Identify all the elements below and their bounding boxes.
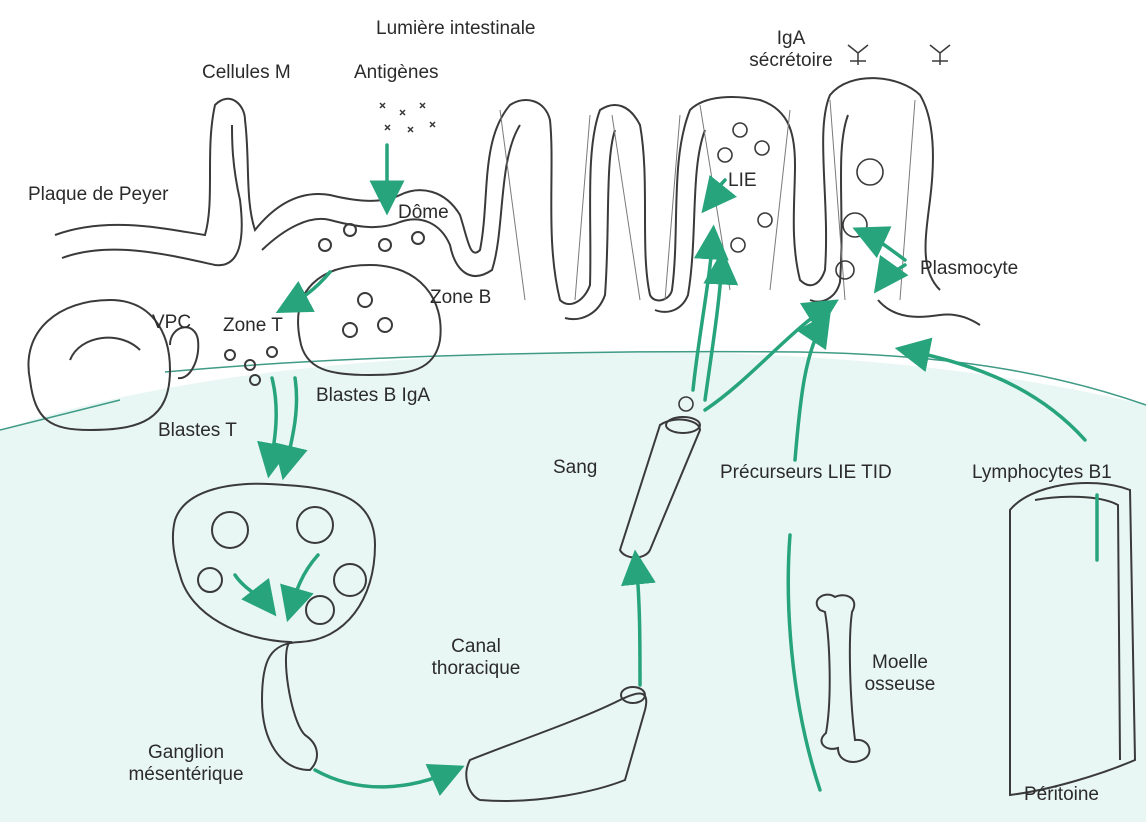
label-blastes-t: Blastes T [158, 420, 237, 442]
label-m-cells: Cellules M [202, 62, 291, 84]
lie-cell [758, 213, 772, 227]
label-blastes-b-iga: Blastes B IgA [316, 385, 430, 407]
lie-cell [755, 141, 769, 155]
dome-cell [319, 239, 331, 251]
label-vpc: VPC [152, 312, 191, 334]
label-iga-secretory: IgA sécrétoire [746, 28, 836, 72]
label-sang: Sang [553, 457, 597, 479]
label-lumen: Lumière intestinale [376, 18, 535, 40]
label-iga-line2: sécrétoire [746, 50, 836, 72]
label-canal-thoracique: Canal thoracique [416, 636, 536, 680]
label-iga-line1: IgA [746, 28, 836, 50]
lie-cell [718, 148, 732, 162]
label-lymphocytes-b1: Lymphocytes B1 [972, 462, 1112, 484]
dome-cell [344, 224, 356, 236]
antigen [408, 127, 413, 132]
label-dome: Dôme [398, 202, 449, 224]
zone-t-cell [225, 350, 235, 360]
dome-cell [412, 232, 424, 244]
plasma-cell [836, 261, 854, 279]
iga-molecule [848, 45, 868, 65]
epithelium-outer-line [55, 78, 940, 304]
label-ganglion-mesenterique: Ganglion mésentérique [116, 742, 256, 786]
antigen-particles [380, 45, 950, 132]
label-canal-line1: Canal [416, 636, 536, 658]
germinal-follicle-left-inner [70, 338, 140, 360]
label-antigens: Antigènes [354, 62, 439, 84]
dome-cell [379, 239, 391, 251]
follicle-cell [358, 293, 372, 307]
label-moelle-line2: osseuse [855, 674, 945, 696]
intestinal-epithelium [55, 78, 980, 325]
antigen [430, 122, 435, 127]
label-moelle-line1: Moelle [855, 652, 945, 674]
zone-t-cell [267, 347, 277, 357]
lie-cell [733, 123, 747, 137]
follicle-cell [378, 318, 392, 332]
arrow-lie-into-villus [708, 180, 725, 205]
antigen [380, 103, 385, 108]
lie-cell [731, 238, 745, 252]
label-zone-t: Zone T [223, 315, 283, 337]
iga-molecule [930, 45, 950, 65]
label-plasmocyte: Plasmocyte [920, 258, 1018, 280]
label-ganglion-line1: Ganglion [116, 742, 256, 764]
plasma-cell [857, 159, 883, 185]
label-peyer-patch: Plaque de Peyer [28, 184, 169, 206]
label-moelle-osseuse: Moelle osseuse [855, 652, 945, 696]
arrow-plasmocyte-into-villus [862, 232, 905, 260]
label-precurseurs: Précurseurs LIE TID [720, 462, 892, 484]
epithelium-inner-line [62, 115, 980, 325]
label-ganglion-line2: mésentérique [116, 764, 256, 786]
follicle-cell [343, 323, 357, 337]
antigen [420, 103, 425, 108]
label-peritoine: Péritoine [1024, 784, 1099, 806]
antigen [385, 125, 390, 130]
label-lie: LIE [728, 170, 757, 192]
villus-wall-lines [500, 100, 915, 300]
label-zone-b: Zone B [430, 287, 491, 309]
label-canal-line2: thoracique [416, 658, 536, 680]
antigen [400, 110, 405, 115]
